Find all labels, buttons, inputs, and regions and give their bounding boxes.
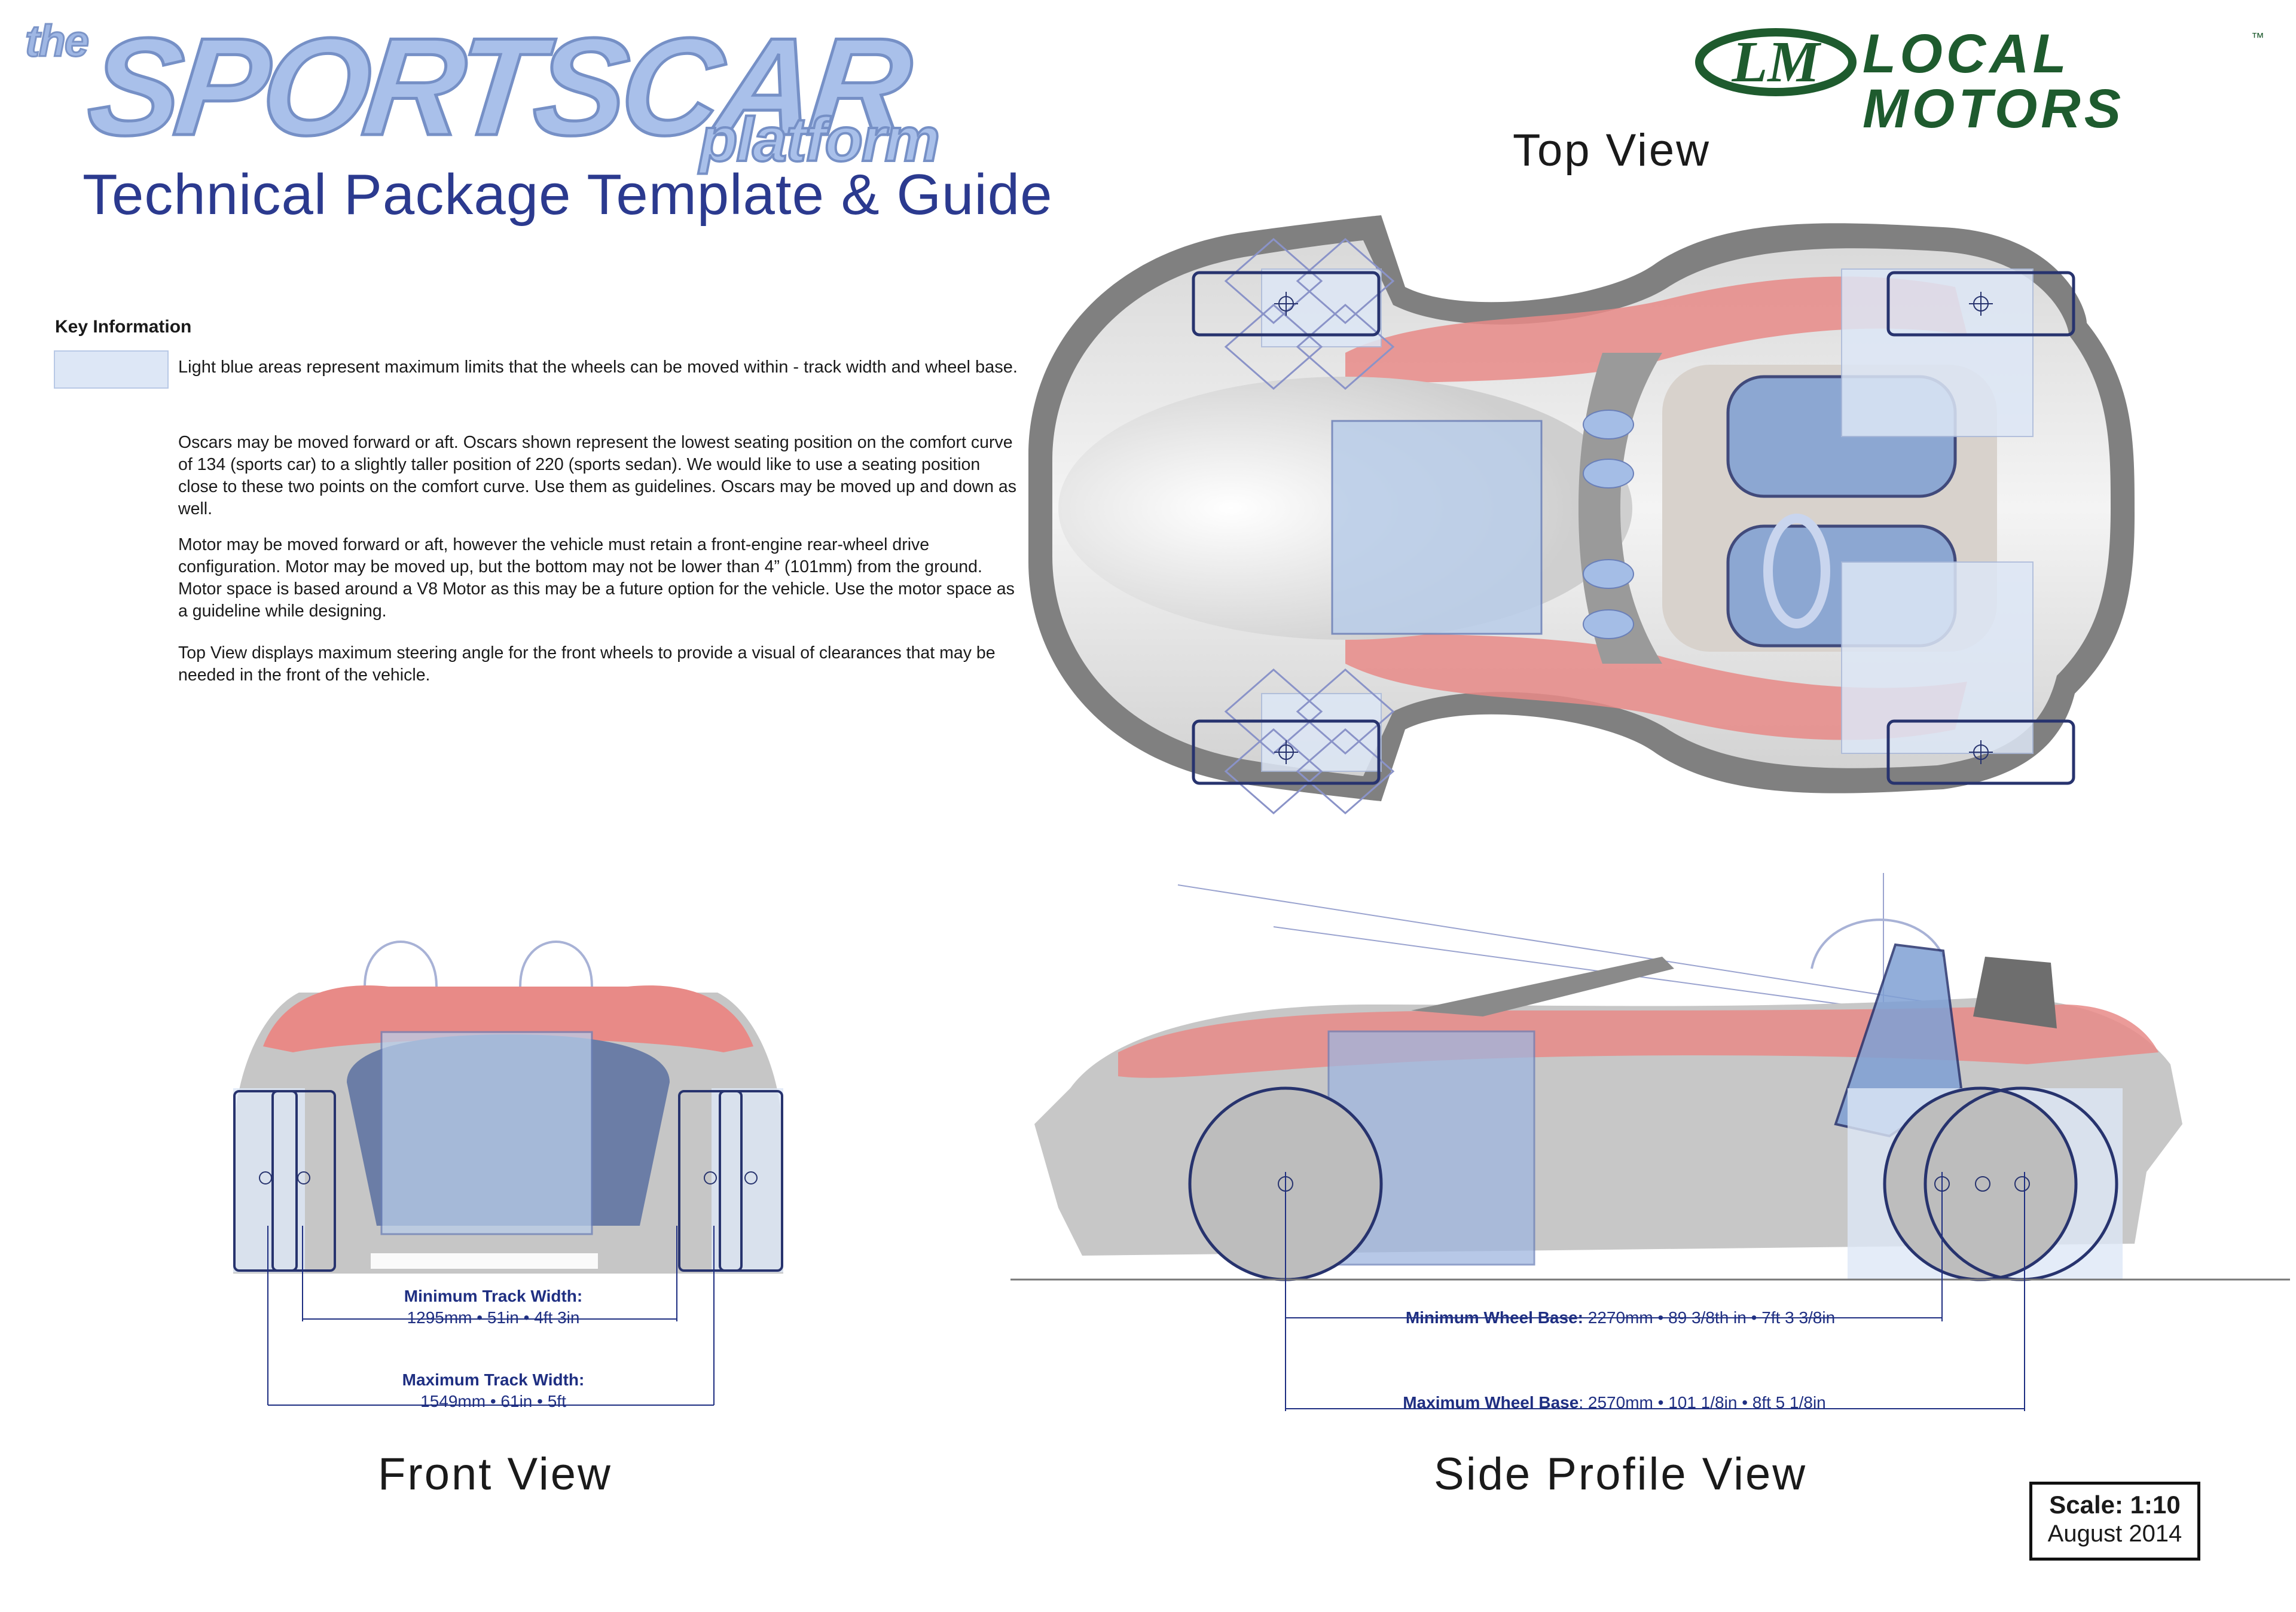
side-view-title: Side Profile View xyxy=(1434,1449,1808,1500)
front-wheel-limits xyxy=(233,1088,783,1272)
front-view-drawing xyxy=(233,941,783,1274)
scale-box: Scale: 1:10 August 2014 xyxy=(2029,1482,2200,1561)
logo-monogram: LM xyxy=(1732,30,1822,94)
min-track-width-label: Minimum Track Width: 1295mm • 51in • 4ft… xyxy=(350,1286,637,1329)
top-view-drawing xyxy=(1028,215,2135,814)
top-steering-wheel xyxy=(1763,514,1830,628)
front-roll-hoops xyxy=(364,941,593,987)
min-track-width-heading: Minimum Track Width: xyxy=(404,1287,583,1305)
document-subtitle: Technical Package Template & Guide xyxy=(83,163,1053,227)
max-track-width-heading: Maximum Track Width: xyxy=(402,1370,585,1389)
min-track-width-value: 1295mm • 51in • 4ft 3in xyxy=(407,1308,580,1327)
local-motors-logo-icon: LM xyxy=(1695,28,1857,96)
front-view-title: Front View xyxy=(378,1449,612,1500)
side-rear-fin xyxy=(1973,957,2057,1028)
oscars-note: Oscars may be moved forward or aft. Osca… xyxy=(178,433,1016,518)
key-information-heading: Key Information xyxy=(55,317,192,337)
wheelbase-dimension-lines xyxy=(1285,1172,2025,1411)
trademark: ™ xyxy=(2251,30,2264,45)
top-wheels xyxy=(1192,271,2075,785)
limit-area-swatch xyxy=(54,350,169,389)
front-wheel-centers xyxy=(259,1171,758,1184)
side-roll-hoop xyxy=(1810,918,1944,969)
min-wheelbase-value: 2270mm • 89 3/8th in • 7ft 3 3/8in xyxy=(1583,1308,1836,1327)
front-wheels xyxy=(233,1090,783,1272)
max-track-width-value: 1549mm • 61in • 5ft xyxy=(420,1392,566,1411)
max-track-width-label: Maximum Track Width: 1549mm • 61in • 5ft xyxy=(350,1369,637,1412)
front-ground-shadow xyxy=(371,1253,598,1269)
max-wheelbase-heading: Maximum Wheel Base xyxy=(1403,1393,1579,1412)
top-motor-space xyxy=(1331,420,1543,635)
top-left-side-pod xyxy=(1345,276,1967,383)
brand-platform: platform xyxy=(698,105,941,175)
brand-the: the xyxy=(25,16,90,67)
min-wheelbase-label: Minimum Wheel Base: 2270mm • 89 3/8th in… xyxy=(1381,1307,1860,1329)
side-windshield xyxy=(1411,957,1674,1016)
side-view-drawing xyxy=(1010,873,2290,1281)
limit-area-description: Light blue areas represent maximum limit… xyxy=(178,358,1018,377)
top-right-side-pod xyxy=(1345,634,1967,740)
min-wheelbase-heading: Minimum Wheel Base: xyxy=(1405,1308,1583,1327)
front-motor-space xyxy=(380,1031,593,1235)
top-oscar-legs xyxy=(1583,410,1634,639)
max-wheelbase-label: Maximum Wheel Base: 2570mm • 101 1/8in •… xyxy=(1387,1392,1842,1413)
top-view-title: Top View xyxy=(1513,125,1711,176)
company-name: LOCAL MOTORS xyxy=(1863,23,2125,139)
max-wheelbase-value: : 2570mm • 101 1/8in • 8ft 5 1/8in xyxy=(1578,1393,1826,1412)
scale-label: Scale: 1:10 xyxy=(2049,1491,2181,1519)
top-view-note: Top View displays maximum steering angle… xyxy=(178,643,996,685)
top-wheel-centers xyxy=(1274,292,1993,764)
scale-date: August 2014 xyxy=(2047,1521,2182,1547)
front-track-dimension-lines xyxy=(267,1226,715,1406)
motor-note: Motor may be moved forward or aft, howev… xyxy=(178,535,1015,621)
